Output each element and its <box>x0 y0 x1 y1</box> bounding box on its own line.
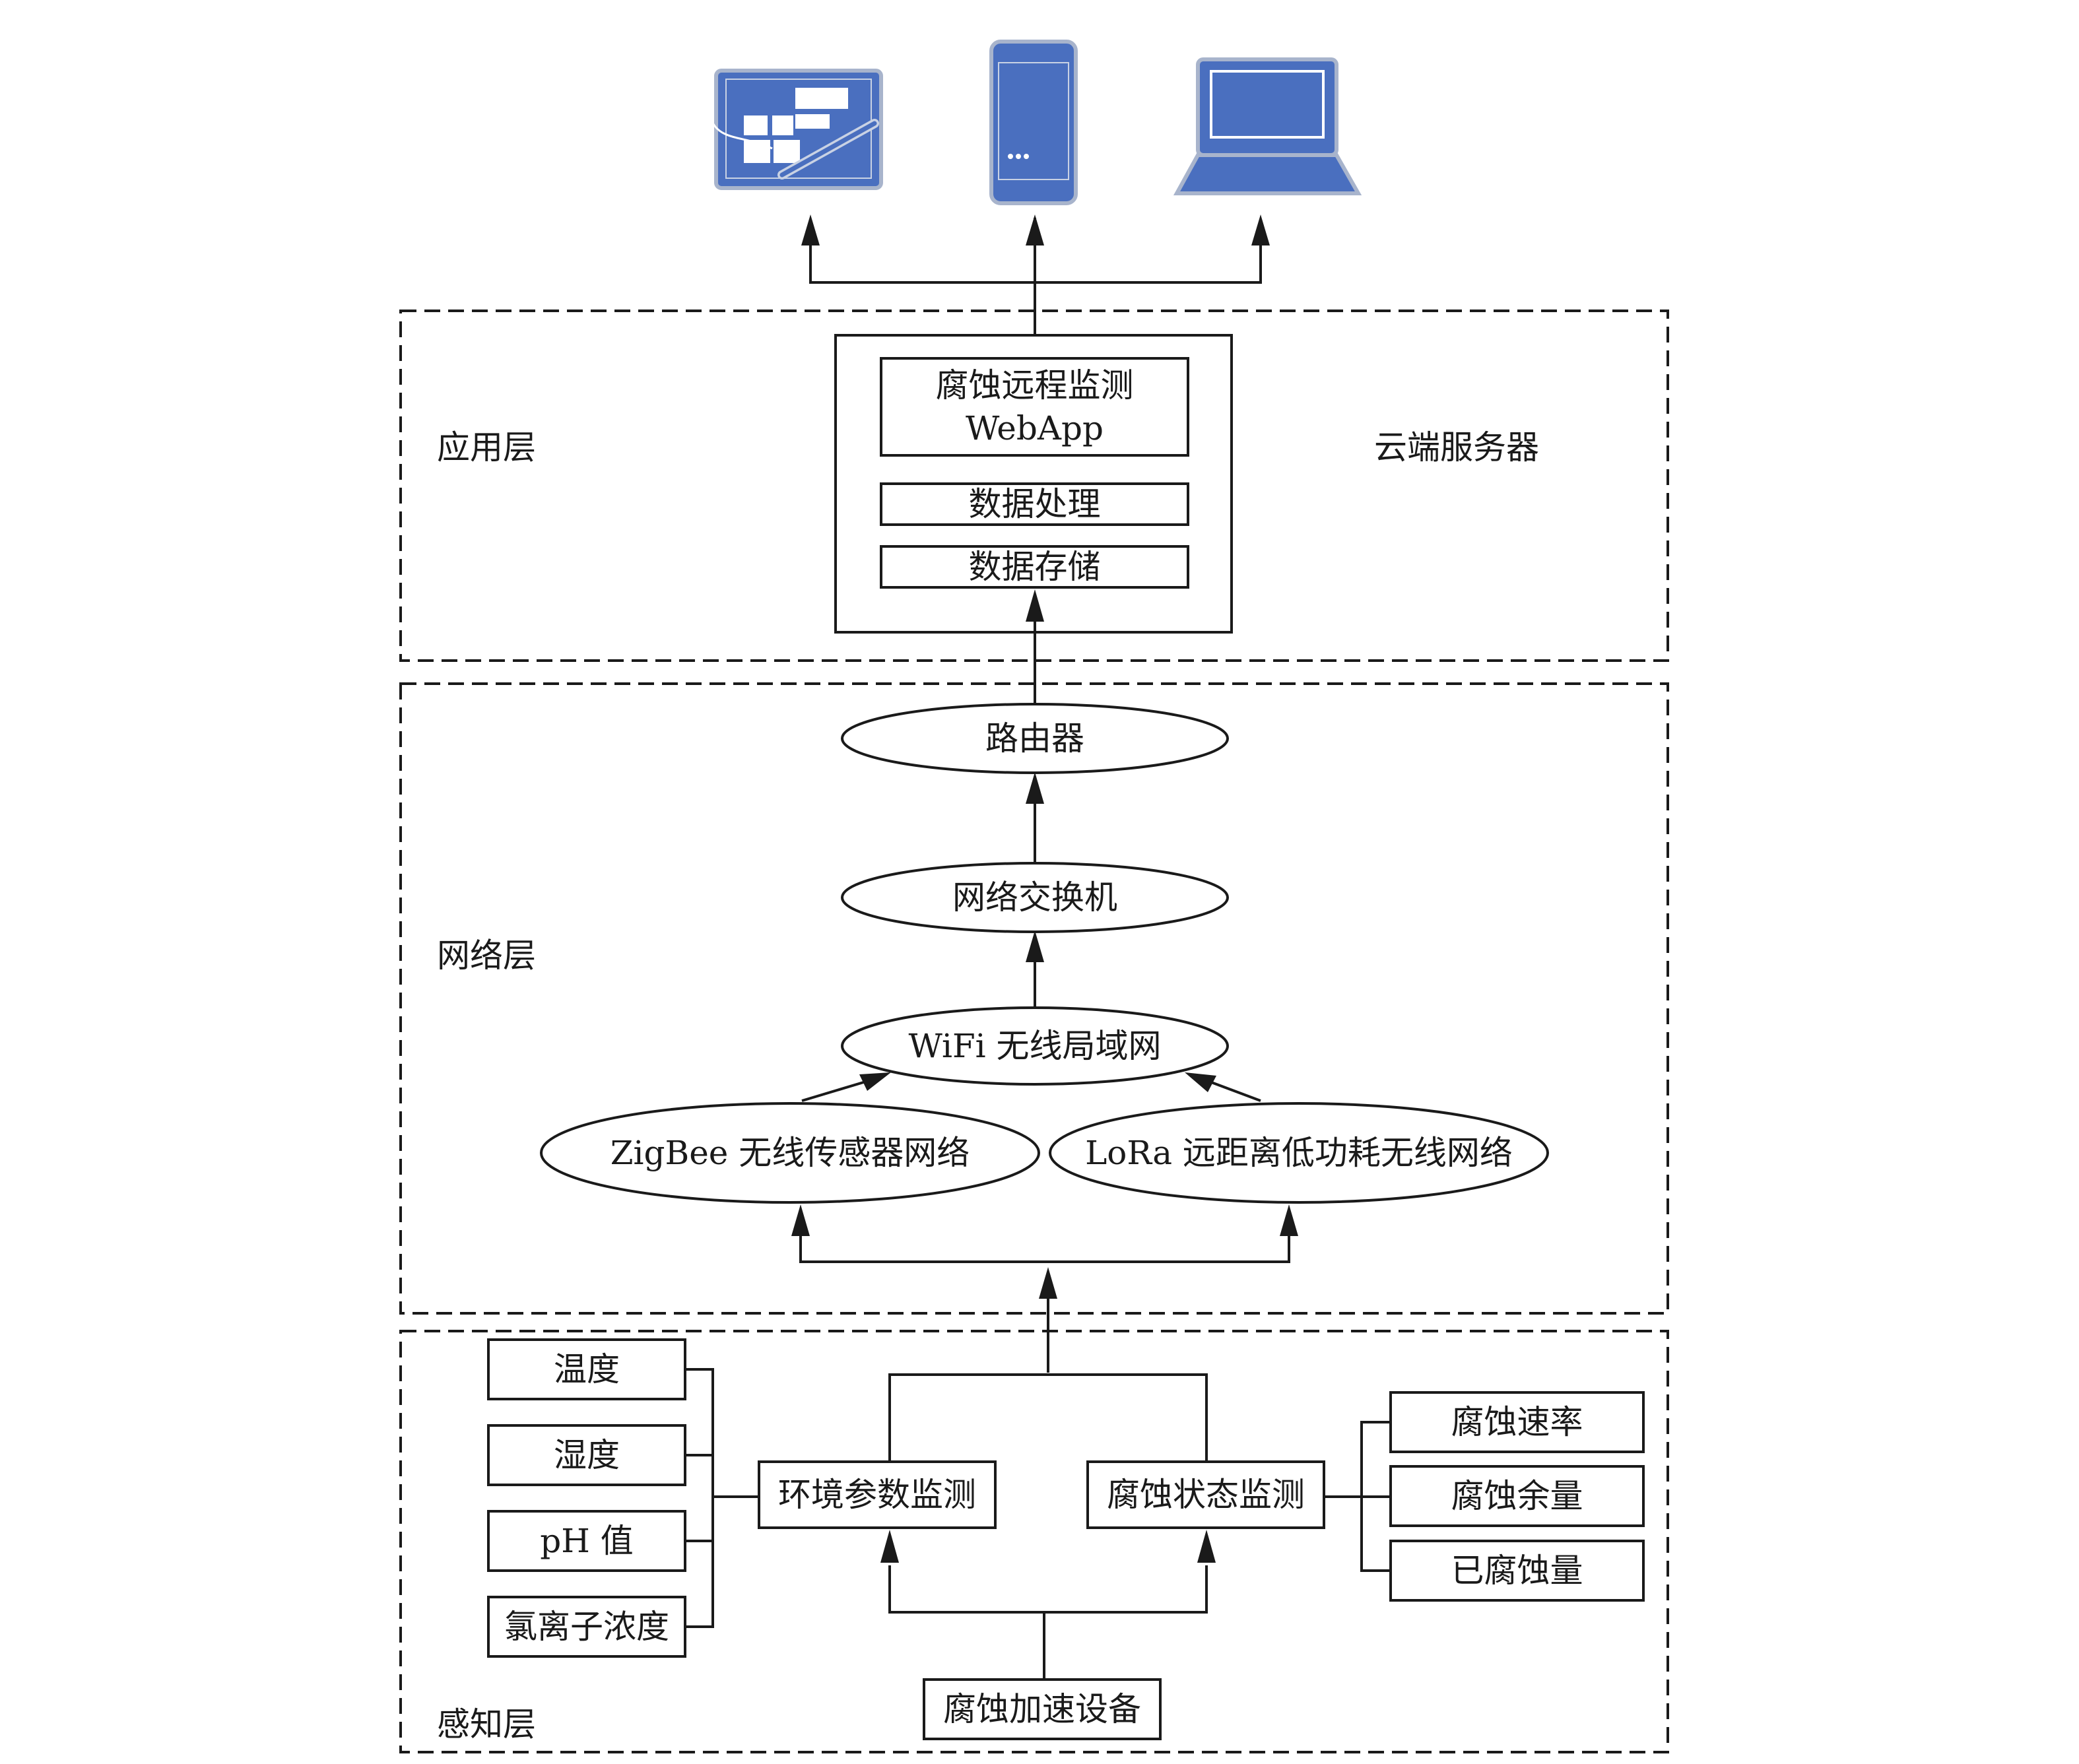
cloud-server-label: 云端服务器 <box>1374 428 1539 467</box>
perception-layer-label: 感知层 <box>437 1705 536 1744</box>
param-corroded-amount: 已腐蚀量 <box>1451 1551 1583 1590</box>
laptop-icon <box>1173 57 1362 195</box>
env-monitor-box: 环境参数监测 <box>778 1475 976 1514</box>
data-storage-box: 数据存储 <box>968 547 1101 586</box>
arrowheads <box>791 214 1298 1563</box>
webapp-name: WebApp <box>965 408 1104 447</box>
switch-node: 网络交换机 <box>952 878 1117 917</box>
webapp-title: 腐蚀远程监测 <box>935 366 1134 405</box>
param-temperature: 温度 <box>554 1350 620 1388</box>
param-chloride: 氯离子浓度 <box>504 1607 669 1646</box>
lora-node: LoRa 远距离低功耗无线网络 <box>1085 1133 1513 1172</box>
data-processing-box: 数据处理 <box>968 484 1101 523</box>
phone-icon <box>989 40 1078 205</box>
param-corrosion-remaining: 腐蚀余量 <box>1451 1476 1583 1515</box>
param-humidity: 湿度 <box>554 1435 620 1474</box>
corrosion-device-box: 腐蚀加速设备 <box>943 1689 1141 1728</box>
network-layer-label: 网络层 <box>437 936 536 975</box>
connectors <box>399 218 1669 1753</box>
webapp-box: 腐蚀远程监测 WebApp <box>881 358 1188 455</box>
wifi-node: WiFi 无线局域网 <box>908 1026 1162 1065</box>
tablet-icon <box>710 69 883 190</box>
router-node: 路由器 <box>985 719 1084 758</box>
application-layer-label: 应用层 <box>437 428 536 467</box>
param-ph: pH 值 <box>540 1521 634 1560</box>
param-corrosion-rate: 腐蚀速率 <box>1451 1402 1583 1441</box>
zigbee-node: ZigBee 无线传感器网络 <box>610 1133 970 1172</box>
corrosion-monitor-box: 腐蚀状态监测 <box>1107 1475 1305 1514</box>
